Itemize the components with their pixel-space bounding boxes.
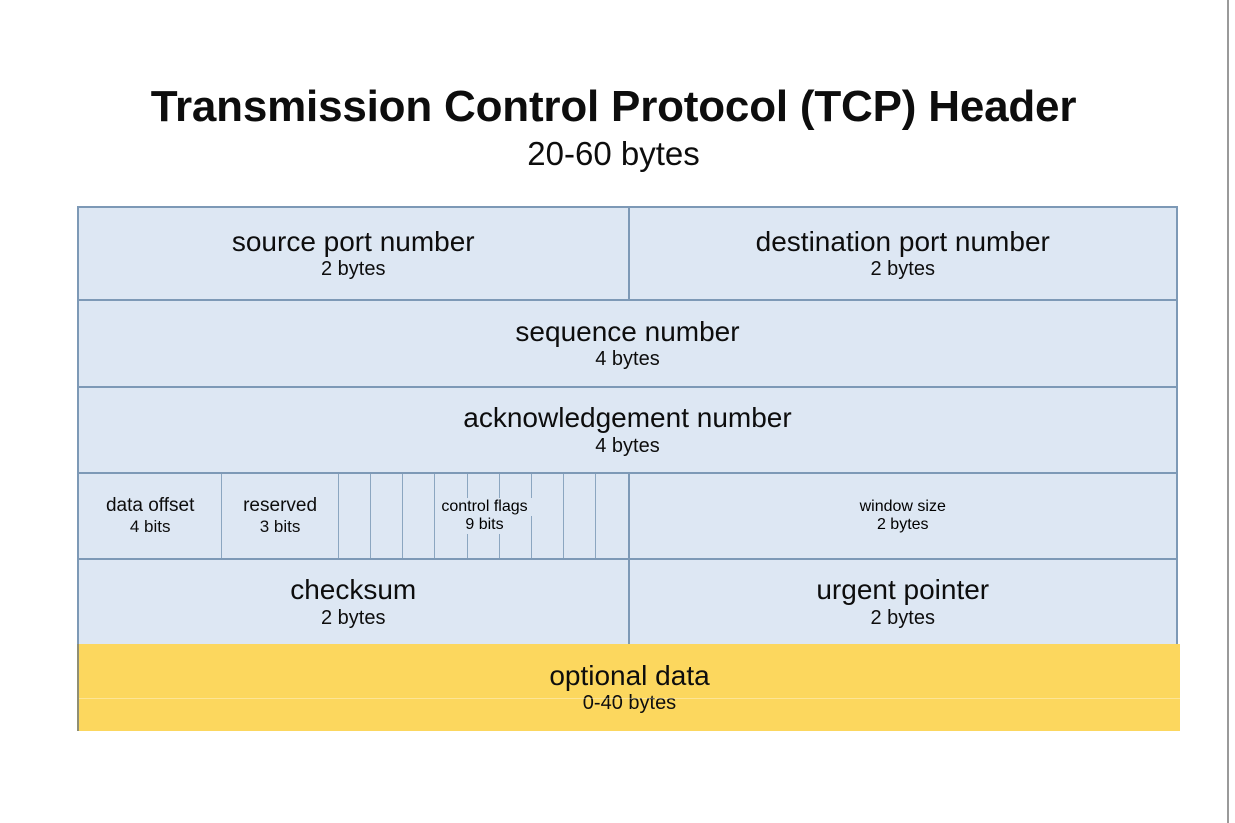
field-data-offset: data offset 4 bits — [79, 474, 222, 558]
field-size: 3 bits — [259, 516, 301, 536]
title-block: Transmission Control Protocol (TCP) Head… — [0, 82, 1227, 172]
field-reserved: reserved 3 bits — [221, 474, 338, 558]
field-size: 2 bytes — [321, 258, 386, 281]
field-label: source port number — [231, 225, 475, 257]
field-label: acknowledgement number — [463, 402, 792, 434]
field-size: 2 bytes — [870, 258, 935, 281]
field-optional-data: optional data 0-40 bytes — [77, 644, 1180, 731]
tcp-header-diagram: source port number 2 bytes destination p… — [77, 206, 1178, 646]
control-flag-bit — [563, 474, 596, 558]
control-flag-bit — [370, 474, 403, 558]
control-flag-bit — [337, 474, 370, 558]
field-size: 2 bytes — [321, 606, 386, 629]
field-acknowledgement-number: acknowledgement number 4 bytes — [79, 388, 1176, 472]
field-source-port: source port number 2 bytes — [79, 208, 628, 299]
field-label: optional data — [549, 659, 710, 691]
table-row-ports: source port number 2 bytes destination p… — [79, 208, 1178, 301]
field-label: sequence number — [515, 315, 740, 347]
field-destination-port: destination port number 2 bytes — [627, 208, 1176, 299]
field-label: window size — [859, 498, 946, 515]
table-row-acknowledgement: acknowledgement number 4 bytes — [79, 388, 1178, 474]
control-flag-bit — [434, 474, 467, 558]
table-row-sequence: sequence number 4 bytes — [79, 301, 1178, 388]
control-flag-bit — [595, 474, 628, 558]
field-label: urgent pointer — [816, 574, 990, 606]
right-edge-rule — [1227, 0, 1229, 823]
table-row-flags: data offset 4 bits reserved 3 bits — [79, 474, 1178, 560]
field-label: reserved — [243, 494, 318, 516]
control-flag-bit — [498, 474, 531, 558]
table-row-checksum: checksum 2 bytes urgent pointer 2 bytes — [79, 560, 1178, 646]
field-label: data offset — [105, 494, 195, 516]
field-urgent-pointer: urgent pointer 2 bytes — [627, 560, 1176, 644]
field-size: 4 bytes — [595, 434, 660, 457]
control-flag-bit — [402, 474, 435, 558]
field-label: destination port number — [755, 225, 1050, 257]
field-window-size: window size 2 bytes — [627, 474, 1177, 558]
page-subtitle: 20-60 bytes — [527, 134, 700, 172]
field-size: 0-40 bytes — [582, 692, 677, 715]
field-size: 4 bytes — [595, 348, 660, 371]
field-size: 2 bytes — [870, 606, 935, 629]
field-size: 4 bits — [129, 516, 171, 536]
field-sequence-number: sequence number 4 bytes — [79, 301, 1176, 386]
control-flag-bit — [466, 474, 499, 558]
page-title: Transmission Control Protocol (TCP) Head… — [150, 82, 1077, 131]
field-size: 2 bytes — [876, 516, 929, 533]
control-flag-bit — [530, 474, 564, 558]
flags-left-group: data offset 4 bits reserved 3 bits — [79, 474, 628, 558]
field-label: checksum — [290, 574, 417, 606]
field-checksum: checksum 2 bytes — [79, 560, 628, 644]
